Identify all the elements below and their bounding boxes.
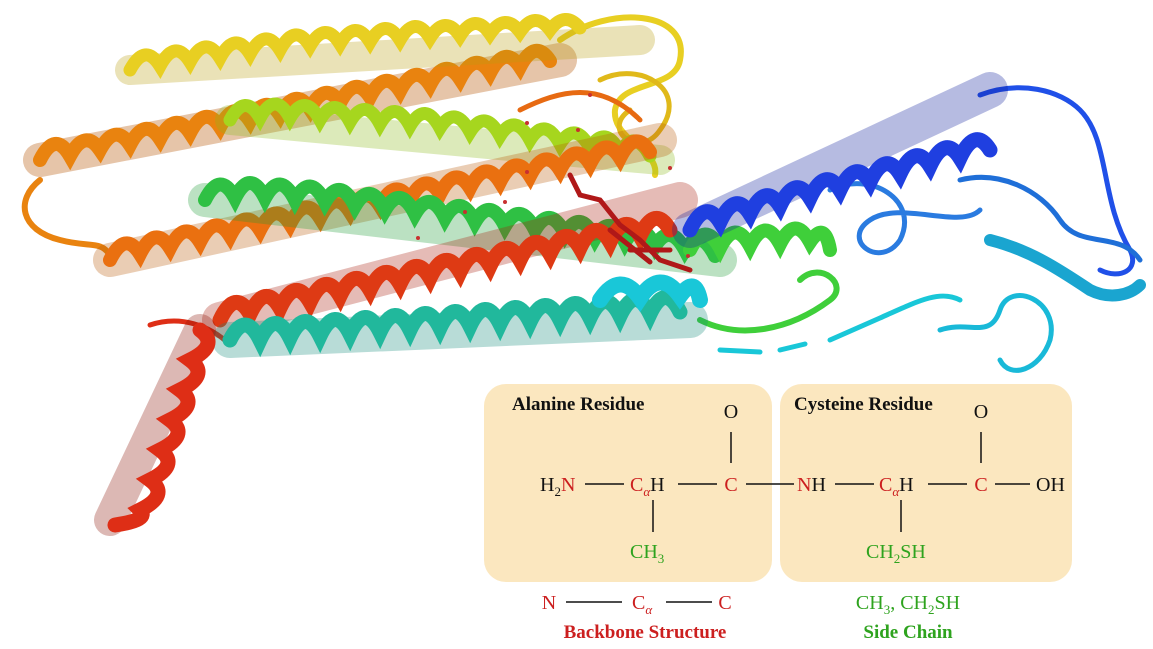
legend-ch2-subscript: 2 <box>928 602 935 617</box>
cysteine-ca-h: H <box>899 474 913 496</box>
legend-ca: C <box>632 592 645 614</box>
legend-backbone-label: Backbone Structure <box>564 622 727 643</box>
cyan-dashed-loop <box>717 293 963 355</box>
orange-loop <box>21 177 113 258</box>
legend-ch3-subscript: 3 <box>884 602 891 617</box>
blue-coil-3 <box>957 174 1143 263</box>
legend-ch3: CH <box>856 592 884 614</box>
teal-sheet <box>984 234 1146 302</box>
helix-red-tail <box>94 314 216 536</box>
cysteine-n-h: H <box>811 474 825 496</box>
legend-side-chain-label: Side Chain <box>863 622 953 643</box>
cysteine-ch: CH <box>866 541 894 563</box>
alanine-h-subscript: 2 <box>554 484 561 499</box>
cysteine-sh: SH <box>900 541 926 563</box>
alanine-n-atom: N <box>561 474 575 496</box>
alanine-ch: CH <box>630 541 658 563</box>
helix-cyan-end <box>592 274 708 313</box>
alanine-carbonyl-carbon: C <box>724 474 737 496</box>
alanine-ch-subscript: 3 <box>658 551 665 566</box>
cysteine-alpha-carbon: CαH <box>879 474 914 499</box>
legend-ch2: , CH <box>890 592 928 614</box>
cysteine-amide-group: NH <box>797 474 826 496</box>
legend-backbone-ca: Cα <box>632 592 653 617</box>
cysteine-carboxyl-oh: OH <box>1036 474 1065 496</box>
green-loop <box>697 269 840 334</box>
alanine-ca-alpha: α <box>643 484 651 499</box>
yellow-loop-2 <box>597 71 672 146</box>
cysteine-title: Cysteine Residue <box>794 394 933 415</box>
cyan-coil <box>937 293 1054 373</box>
water-markers <box>416 93 690 258</box>
legend-backbone-c: C <box>718 592 731 614</box>
alanine-title: Alanine Residue <box>512 394 645 415</box>
blue-coil <box>977 85 1136 277</box>
cysteine-n-atom: N <box>797 474 811 496</box>
legend-ca-alpha: α <box>645 602 653 617</box>
legend-backbone-n: N <box>542 592 556 614</box>
helix-green-right <box>683 221 837 264</box>
ligand-sticks <box>567 172 693 273</box>
alanine-h: H <box>540 474 554 496</box>
helix-red-long <box>202 182 698 338</box>
legend-sh: SH <box>935 592 961 614</box>
cysteine-carbonyl-oxygen: O <box>974 401 988 423</box>
alanine-ca-h: H <box>650 474 664 496</box>
orange-top-loop <box>517 90 643 123</box>
cysteine-ca: C <box>879 474 892 496</box>
alanine-alpha-carbon: CαH <box>630 474 665 499</box>
bond-lines <box>566 432 1030 603</box>
alanine-ca: C <box>630 474 643 496</box>
cysteine-side-chain: CH2SH <box>866 541 926 566</box>
alanine-amino-group: H2N <box>540 474 575 499</box>
cysteine-residue-box <box>780 384 1072 582</box>
helix-yellow-top <box>115 13 655 85</box>
alanine-side-chain: CH3 <box>630 541 664 566</box>
blue-coil-2 <box>827 181 983 256</box>
legend-side-chain-formula: CH3, CH2SH <box>856 592 960 617</box>
helix-blue <box>672 72 1008 248</box>
alanine-residue-box <box>484 384 772 582</box>
alanine-carbonyl-oxygen: O <box>724 401 738 423</box>
cysteine-ch-subscript: 2 <box>894 551 901 566</box>
protein-ribbon-illustration <box>21 13 1146 536</box>
cysteine-ca-alpha: α <box>892 484 900 499</box>
cysteine-carbonyl-carbon: C <box>974 474 987 496</box>
